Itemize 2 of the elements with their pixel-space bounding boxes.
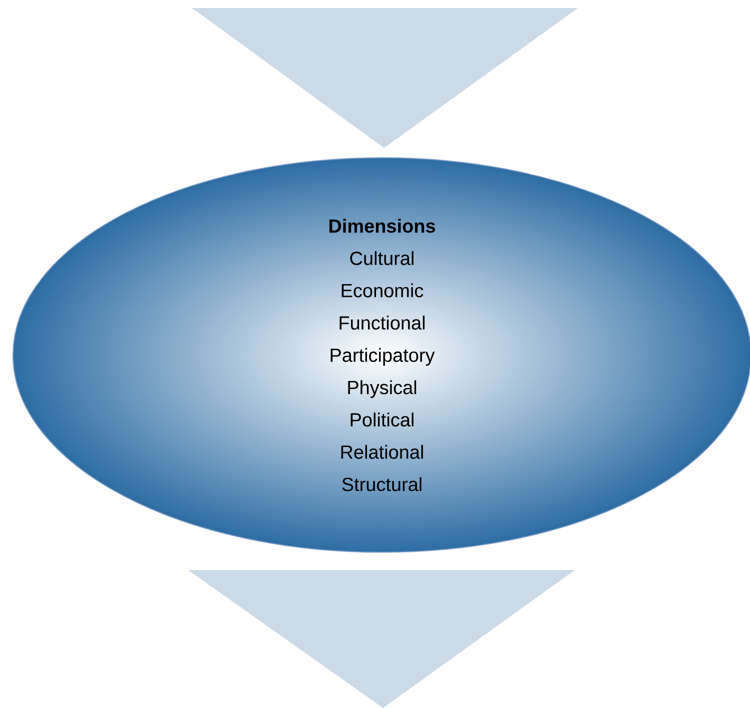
down-arrow-triangle [192,8,578,148]
down-arrow-triangle [188,570,575,708]
